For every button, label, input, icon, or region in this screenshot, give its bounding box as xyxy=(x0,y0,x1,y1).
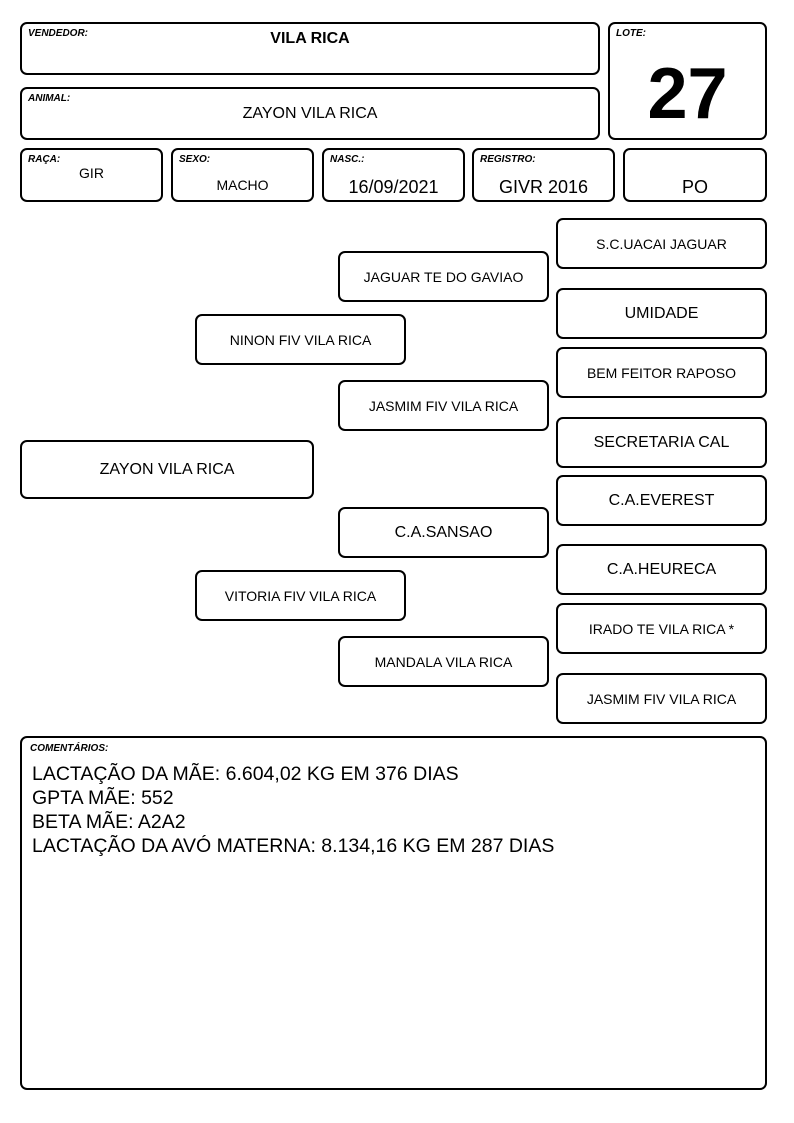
pedigree-sire: NINON FIV VILA RICA xyxy=(195,314,406,365)
pedigree-gg-7: IRADO TE VILA RICA * xyxy=(556,603,767,654)
pedigree-dam: VITORIA FIV VILA RICA xyxy=(195,570,406,621)
pedigree-gg-3: BEM FEITOR RAPOSO xyxy=(556,347,767,398)
nasc-value: 16/09/2021 xyxy=(348,177,439,197)
pedigree-sire-dam: JASMIM FIV VILA RICA xyxy=(338,380,549,431)
comments-box: COMENTÁRIOS: LACTAÇÃO DA MÃE: 6.604,02 K… xyxy=(20,736,767,1090)
raca-label: RAÇA: xyxy=(28,154,61,165)
registro-label: REGISTRO: xyxy=(480,154,536,165)
comment-line: LACTAÇÃO DA MÃE: 6.604,02 KG EM 376 DIAS xyxy=(32,763,459,785)
animal-label: ANIMAL: xyxy=(28,93,71,104)
registro-box: REGISTRO: GIVR 2016 xyxy=(472,148,615,202)
pedigree-gg-5: C.A.EVEREST xyxy=(556,475,767,526)
lote-box: LOTE: 27 xyxy=(608,22,767,140)
vendedor-value: VILA RICA xyxy=(270,30,350,47)
tipo-value: PO xyxy=(681,177,708,197)
pedigree-animal: ZAYON VILA RICA xyxy=(20,440,314,499)
comments-text: LACTAÇÃO DA MÃE: 6.604,02 KG EM 376 DIAS… xyxy=(32,762,554,858)
pedigree-gg-4: SECRETARIA CAL xyxy=(556,417,767,468)
tipo-box: PO xyxy=(623,148,767,202)
animal-value: ZAYON VILA RICA xyxy=(242,105,378,122)
comments-label: COMENTÁRIOS: xyxy=(30,743,109,754)
pedigree-gg-1: S.C.UACAI JAGUAR xyxy=(556,218,767,269)
pedigree-sire-sire: JAGUAR TE DO GAVIAO xyxy=(338,251,549,302)
pedigree-dam-dam: MANDALA VILA RICA xyxy=(338,636,549,687)
pedigree-gg-6: C.A.HEURECA xyxy=(556,544,767,595)
sexo-value: MACHO xyxy=(216,177,269,193)
registro-value: GIVR 2016 xyxy=(498,177,589,197)
comment-line: BETA MÃE: A2A2 xyxy=(32,811,186,833)
sexo-label: SEXO: xyxy=(179,154,211,165)
vendedor-box: VENDEDOR: VILA RICA xyxy=(20,22,600,75)
pedigree-dam-sire: C.A.SANSAO xyxy=(338,507,549,558)
comment-line: GPTA MÃE: 552 xyxy=(32,787,174,809)
pedigree-gg-2: UMIDADE xyxy=(556,288,767,339)
lote-number: 27 xyxy=(647,54,728,134)
pedigree-gg-8: JASMIM FIV VILA RICA xyxy=(556,673,767,724)
lote-label: LOTE: xyxy=(616,28,646,39)
sexo-box: SEXO: MACHO xyxy=(171,148,314,202)
nasc-label: NASC.: xyxy=(330,154,365,165)
nasc-box: NASC.: 16/09/2021 xyxy=(322,148,465,202)
raca-value: GIR xyxy=(79,165,104,181)
comment-line: LACTAÇÃO DA AVÓ MATERNA: 8.134,16 KG EM … xyxy=(32,835,555,857)
animal-box: ANIMAL: ZAYON VILA RICA xyxy=(20,87,600,140)
raca-box: RAÇA: GIR xyxy=(20,148,163,202)
vendedor-label: VENDEDOR: xyxy=(28,28,89,39)
